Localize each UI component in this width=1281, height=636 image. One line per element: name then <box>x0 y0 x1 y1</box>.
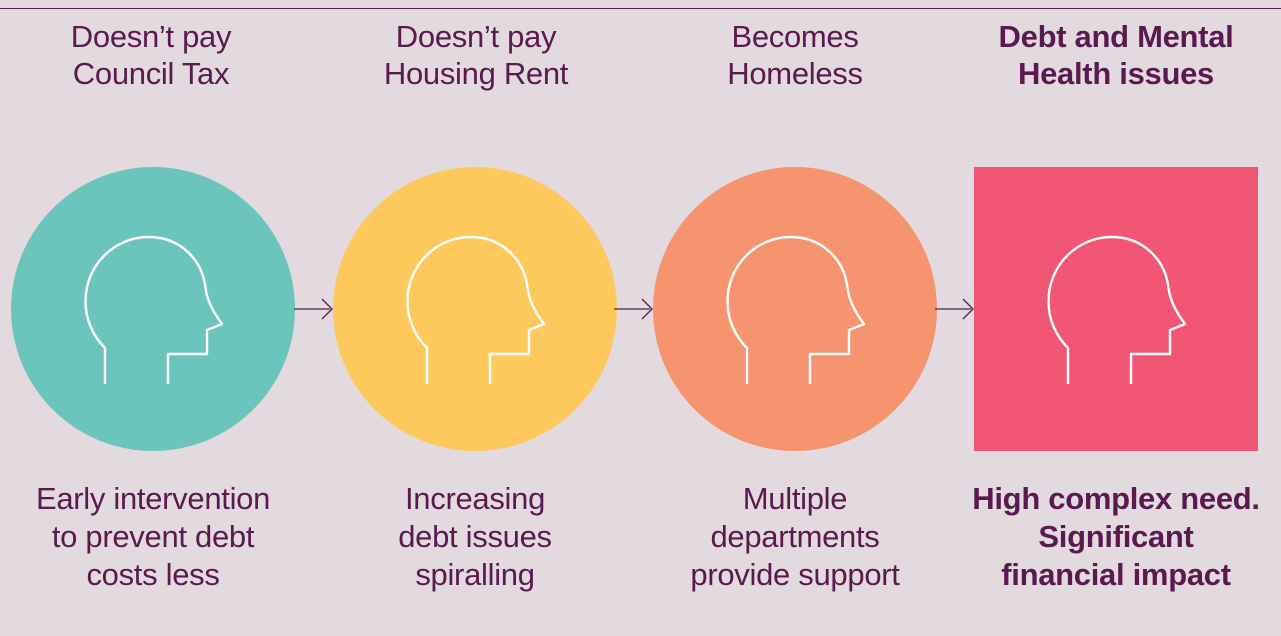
stage-3-circle <box>653 167 937 451</box>
stage-1-title: Doesn’t pay Council Tax <box>70 19 232 91</box>
head-profile-icon <box>406 235 546 384</box>
stage-1-description: Early intervention to prevent debt costs… <box>35 481 271 592</box>
head-profile-icon <box>84 235 224 384</box>
stage-4-title: Debt and Mental Health issues <box>998 19 1234 91</box>
stage-4-description: High complex need. Significant financial… <box>972 481 1260 592</box>
stage-2-title: Doesn’t pay Housing Rent <box>383 19 569 91</box>
stage-1-circle <box>11 167 295 451</box>
stage-2-circle <box>333 167 617 451</box>
arrow-right-icon <box>294 298 333 320</box>
stage-3-description: Multiple departments provide support <box>690 481 900 592</box>
top-divider <box>0 8 1281 9</box>
stage-2-description: Increasing debt issues spiralling <box>398 481 552 592</box>
stage-4-square <box>974 167 1258 451</box>
arrow-right-icon <box>935 298 974 320</box>
head-profile-icon <box>1047 235 1187 384</box>
arrow-right-icon <box>614 298 653 320</box>
head-profile-icon <box>726 235 866 384</box>
stage-3-title: Becomes Homeless <box>727 19 863 91</box>
